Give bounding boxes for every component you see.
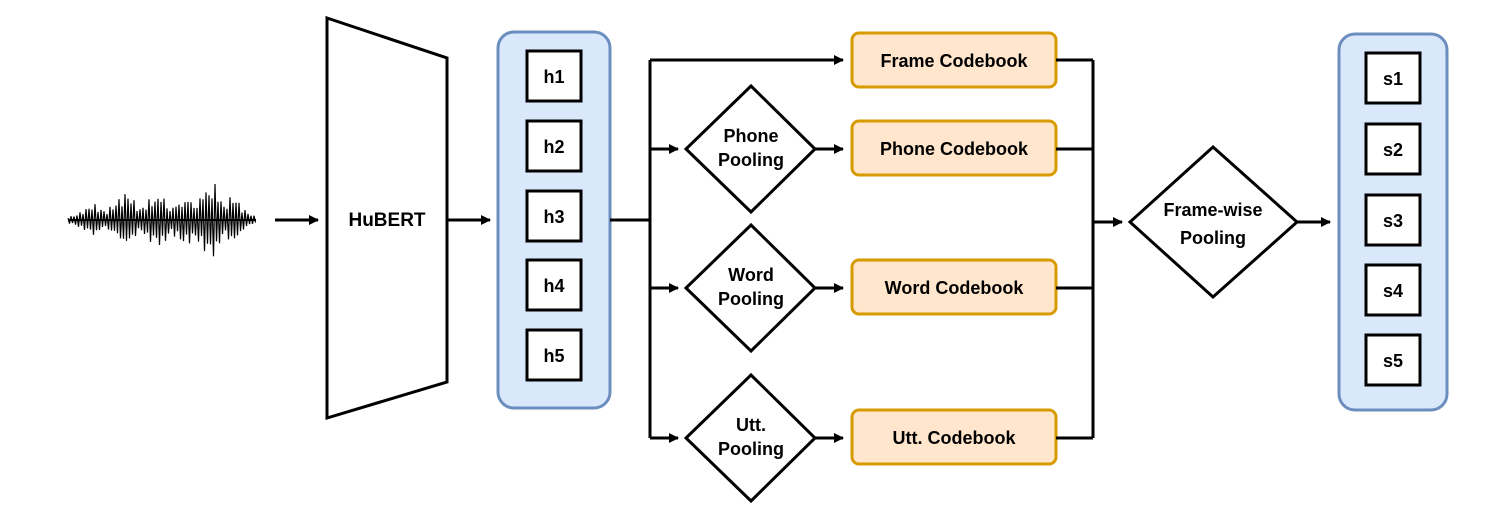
utt-codebook-label: Utt. Codebook [893, 428, 1017, 448]
frame-wise-pooling-line1: Frame-wise [1163, 200, 1262, 220]
output-state-label: s4 [1383, 281, 1403, 301]
hidden-state-label: h4 [543, 276, 564, 296]
word-codebook: Word Codebook [850, 258, 1058, 316]
utt-pooling-node: Utt. Pooling [683, 372, 818, 504]
frame-codebook: Frame Codebook [850, 31, 1058, 89]
phone-codebook-label: Phone Codebook [880, 139, 1029, 159]
hubert-label: HuBERT [348, 210, 425, 231]
hidden-state-h5: h5 [525, 328, 583, 382]
frame-wise-pooling-node: Frame-wise Pooling [1127, 144, 1300, 300]
utt-codebook: Utt. Codebook [850, 408, 1058, 466]
output-state-label: s2 [1383, 140, 1403, 160]
hidden-state-h3: h3 [525, 189, 583, 243]
output-state-s4: s4 [1364, 263, 1422, 317]
phone-pooling-node: Phone Pooling [683, 83, 818, 215]
frame-wise-pooling-line2: Pooling [1180, 228, 1246, 248]
output-state-s1: s1 [1364, 51, 1422, 105]
hidden-state-label: h3 [543, 207, 564, 227]
phone-pooling-line1: Phone [723, 126, 778, 146]
word-pooling-line1: Word [728, 265, 774, 285]
waveform-icon [67, 183, 257, 257]
output-state-label: s1 [1383, 69, 1403, 89]
hidden-state-label: h5 [543, 346, 564, 366]
hidden-state-h1: h1 [525, 49, 583, 103]
hidden-state-stack: h1 h2 h3 h4 h5 [496, 30, 612, 410]
output-stack: s1 s2 s3 s4 s5 [1337, 32, 1449, 412]
hidden-state-label: h1 [543, 67, 564, 87]
hubert-encoder [325, 15, 449, 421]
frame-codebook-label: Frame Codebook [880, 51, 1028, 71]
utt-pooling-line2: Pooling [718, 439, 784, 459]
output-state-s5: s5 [1364, 333, 1422, 387]
phone-pooling-line2: Pooling [718, 150, 784, 170]
output-state-s3: s3 [1364, 193, 1422, 247]
phone-codebook: Phone Codebook [850, 119, 1058, 177]
word-pooling-line2: Pooling [718, 289, 784, 309]
word-codebook-label: Word Codebook [885, 278, 1025, 298]
output-state-s2: s2 [1364, 122, 1422, 176]
hidden-state-h2: h2 [525, 119, 583, 173]
output-state-label: s3 [1383, 211, 1403, 231]
hidden-state-label: h2 [543, 137, 564, 157]
output-state-label: s5 [1383, 351, 1403, 371]
utt-pooling-line1: Utt. [736, 415, 766, 435]
hidden-state-h4: h4 [525, 258, 583, 312]
word-pooling-node: Word Pooling [683, 222, 818, 354]
